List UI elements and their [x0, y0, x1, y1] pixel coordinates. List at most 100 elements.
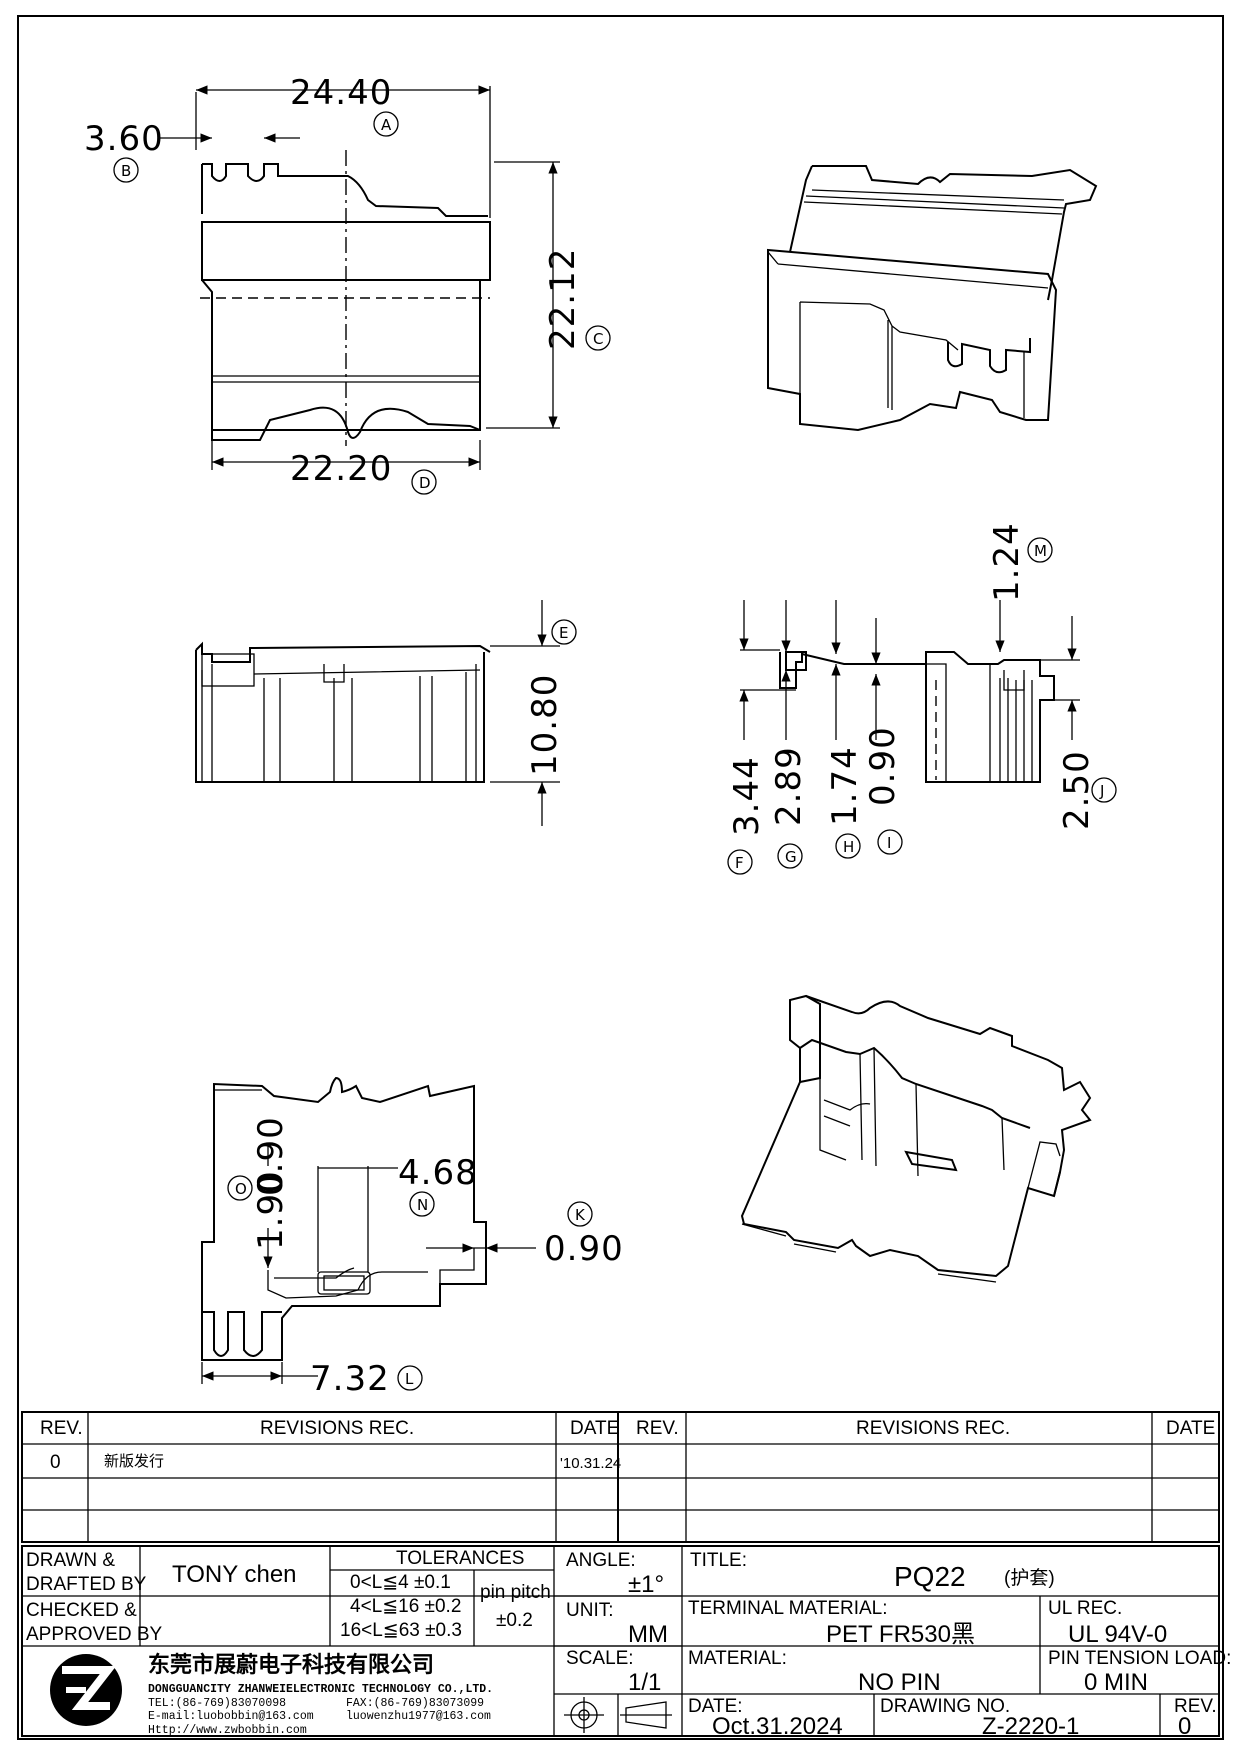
svg-text:K: K — [575, 1206, 586, 1224]
company-logo — [50, 1654, 122, 1726]
marker-j: J — [1091, 777, 1117, 803]
marker-e: E — [551, 619, 577, 645]
tolerance-row-1: 0<L≦4 ±0.1 — [350, 1572, 451, 1593]
marker-k: K — [567, 1201, 593, 1227]
revision-table: REV. REVISIONS REC. DATE REV. REVISIONS … — [21, 1411, 1220, 1543]
tolerance-row-3: 16<L≦63 ±0.3 — [340, 1620, 462, 1641]
svg-text:I: I — [887, 834, 891, 852]
drawing-no-label: DRAWING NO. — [880, 1696, 1010, 1717]
material-label: MATERIAL: — [688, 1648, 787, 1669]
dim-b-value: 3.60 — [84, 119, 164, 159]
scale-label: SCALE: — [566, 1648, 634, 1669]
svg-text:G: G — [785, 848, 797, 866]
company-tel: TEL:(86-769)83070098 — [148, 1697, 286, 1710]
dim-a-value: 24.40 — [290, 73, 392, 113]
material-value: NO PIN — [858, 1669, 941, 1696]
svg-text:O: O — [235, 1180, 247, 1198]
pin-tension-label: PIN TENSION LOAD: — [1048, 1648, 1231, 1669]
rev-rec-header-2: REVISIONS REC. — [856, 1418, 1010, 1439]
marker-d: D — [411, 469, 437, 495]
marker-g: G — [777, 843, 803, 869]
company-web: Http://www.zwbobbin.com — [148, 1724, 307, 1737]
dimension-labels: 24.40 3.60 22.12 22.20 10.80 3.44 2.89 1… — [84, 73, 1097, 1399]
scale-value: 1/1 — [628, 1669, 661, 1696]
marker-h: H — [835, 833, 861, 859]
top-view — [200, 150, 491, 446]
svg-text:C: C — [593, 330, 603, 348]
tolerance-row-2: 4<L≦16 ±0.2 — [350, 1596, 461, 1617]
company-email-1: E-mail:luobobbin@163.com — [148, 1710, 314, 1723]
svg-text:A: A — [381, 116, 392, 134]
svg-text:M: M — [1034, 542, 1047, 560]
rev-header-1: REV. — [40, 1418, 83, 1439]
bottom-view-dimensions — [201, 1146, 536, 1384]
reference-markers: A B C D E F G H I J M K L N O — [113, 111, 1117, 1391]
company-fax: FAX:(86-769)83073099 — [346, 1697, 484, 1710]
dim-o2-value: 1.90 — [251, 1170, 291, 1250]
company-email-2: luowenzhu1977@163.com — [346, 1710, 491, 1723]
dim-i-value: 0.90 — [863, 726, 903, 806]
marker-c: C — [585, 325, 611, 351]
drafted-label: DRAFTED BY — [26, 1574, 147, 1595]
isometric-view-top — [767, 165, 1098, 432]
date-value: Oct.31.2024 — [712, 1713, 843, 1740]
tolerances-label: TOLERANCES — [396, 1548, 524, 1569]
dim-e-value: 10.80 — [525, 674, 565, 776]
projection-symbol — [564, 1697, 672, 1733]
marker-l: L — [397, 1365, 423, 1391]
side-view — [779, 651, 1055, 783]
dim-c-value: 22.12 — [543, 248, 583, 350]
ul-rec-value: UL 94V-0 — [1068, 1621, 1167, 1648]
company-block: 东莞市展蔚电子科技有限公司 DONGGUANCITY ZHANWEIELECTR… — [50, 1652, 493, 1737]
unit-label: UNIT: — [566, 1600, 614, 1621]
drawn-by-value: TONY chen — [172, 1561, 297, 1588]
marker-o: O — [227, 1175, 253, 1201]
unit-value: MM — [628, 1621, 668, 1648]
bottom-view — [201, 1076, 487, 1361]
side-view-dimensions — [739, 600, 1080, 740]
sheet-border — [17, 15, 1224, 1740]
dim-f-value: 3.44 — [727, 756, 767, 836]
rev-row-record: 新版发行 — [104, 1453, 164, 1470]
rev-row-number: 0 — [50, 1452, 61, 1473]
rev-rec-header-1: REVISIONS REC. — [260, 1418, 414, 1439]
dim-n-value: 4.68 — [398, 1153, 478, 1193]
rev-label: REV. — [1174, 1696, 1217, 1717]
dim-j-value: 2.50 — [1057, 750, 1097, 830]
svg-text:F: F — [735, 854, 744, 872]
drawing-no-value: Z-2220-1 — [982, 1713, 1079, 1740]
company-name-en: DONGGUANCITY ZHANWEIELECTRONIC TECHNOLOG… — [148, 1683, 493, 1696]
marker-m: M — [1027, 537, 1053, 563]
dim-k-value: 0.90 — [544, 1229, 624, 1269]
pin-tension-value: 0 MIN — [1084, 1669, 1148, 1696]
angle-value: ±1° — [628, 1571, 664, 1598]
marker-n: N — [409, 1191, 435, 1217]
date-label: DATE: — [688, 1696, 743, 1717]
svg-text:E: E — [559, 624, 568, 642]
svg-text:N: N — [417, 1196, 428, 1214]
angle-label: ANGLE: — [566, 1550, 636, 1571]
dim-m-value: 1.24 — [987, 522, 1027, 602]
marker-a: A — [373, 111, 399, 137]
company-name-cn: 东莞市展蔚电子科技有限公司 — [148, 1652, 434, 1678]
dim-g-value: 2.89 — [769, 746, 809, 826]
pin-pitch-label: pin pitch — [480, 1582, 551, 1603]
svg-text:B: B — [121, 162, 131, 180]
terminal-material-value: PET FR530黑 — [826, 1621, 975, 1648]
rev-date-header-1: DATE — [570, 1418, 619, 1439]
approved-label: APPROVED BY — [26, 1624, 163, 1645]
ul-rec-label: UL REC. — [1048, 1598, 1122, 1619]
dim-l-value: 7.32 — [310, 1359, 390, 1399]
front-view-dimensions — [490, 600, 560, 826]
front-view — [195, 641, 491, 783]
top-view-dimensions — [158, 85, 560, 470]
terminal-material-label: TERMINAL MATERIAL: — [688, 1598, 888, 1619]
title-block: DRAWN & DRAFTED BY TONY chen CHECKED & A… — [21, 1545, 1231, 1740]
svg-text:J: J — [1099, 782, 1104, 800]
dim-d-value: 22.20 — [290, 449, 392, 489]
title-value: PQ22 — [894, 1561, 966, 1592]
dim-h-value: 1.74 — [825, 746, 865, 826]
rev-row-date: '10.31.24 — [560, 1455, 621, 1472]
